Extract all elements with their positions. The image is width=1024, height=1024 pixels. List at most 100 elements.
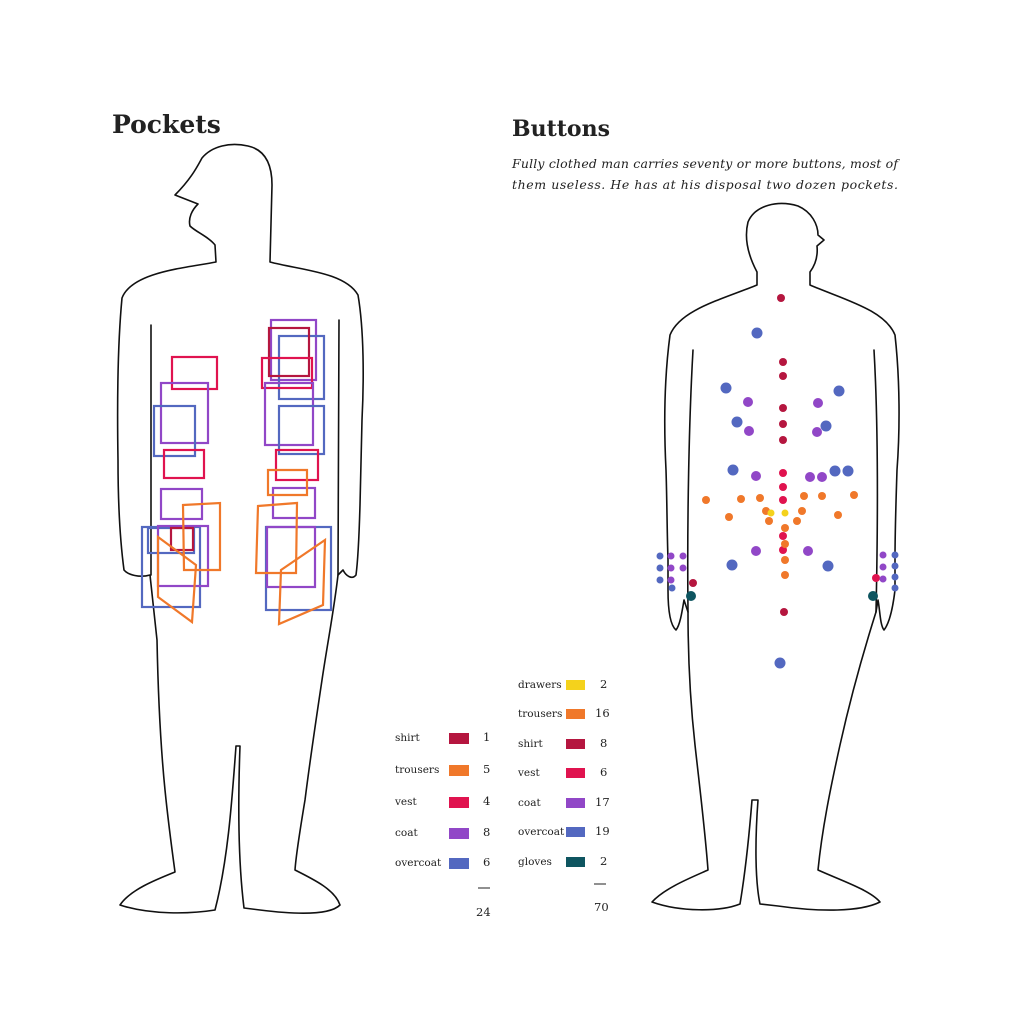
buttons-legend-label: vest — [517, 767, 541, 779]
pocket-trousers — [266, 468, 309, 497]
pocket-coat — [263, 381, 315, 447]
button-coat — [744, 426, 754, 436]
pockets-legend-swatch — [449, 733, 469, 744]
button-overcoat — [720, 382, 732, 394]
button-overcoat — [668, 584, 676, 592]
button-trousers — [781, 556, 789, 564]
pocket-vest — [260, 356, 314, 390]
buttons-legend-swatch — [566, 798, 585, 808]
button-drawers — [781, 509, 789, 517]
pockets-legend-label: vest — [394, 796, 418, 808]
button-vest — [779, 532, 787, 540]
buttons-legend-label: trousers — [518, 708, 562, 720]
pockets-legend-count: 6 — [483, 855, 490, 869]
buttons-figure — [651, 202, 900, 911]
buttons-legend-row: coat 17 — [518, 795, 610, 809]
pockets-legend-swatch — [449, 828, 469, 839]
button-vest — [872, 574, 880, 582]
button-coat — [817, 472, 827, 482]
pocket-overcoat — [277, 404, 326, 456]
pocket-coat — [159, 381, 210, 445]
pocket-overcoat — [277, 334, 326, 401]
button-overcoat — [891, 573, 899, 581]
pockets-legend-label: overcoat — [395, 857, 442, 869]
buttons-legend-swatch — [566, 709, 585, 719]
button-trousers — [725, 513, 733, 521]
buttons-legend-count: 6 — [600, 765, 607, 779]
button-shirt — [779, 420, 787, 428]
pockets-layer — [140, 318, 333, 626]
button-overcoat — [731, 416, 743, 428]
button-trousers — [800, 492, 808, 500]
pockets-figure — [116, 143, 364, 915]
button-coat — [803, 546, 813, 556]
pocket-coat — [269, 318, 318, 382]
pockets-legend-label: trousers — [395, 764, 439, 776]
pocket-vest — [162, 448, 206, 480]
button-coat — [667, 552, 675, 560]
pockets-legend-count: 5 — [483, 762, 490, 776]
button-overcoat — [656, 576, 664, 584]
button-vest — [779, 483, 787, 491]
pockets-legend-row: overcoat 6 — [395, 855, 490, 869]
button-shirt — [779, 358, 787, 366]
button-shirt — [779, 404, 787, 412]
buttons-legend-row: trousers 16 — [518, 706, 610, 720]
buttons-legend-count: 17 — [595, 795, 610, 809]
button-vest — [779, 469, 787, 477]
button-coat — [812, 427, 822, 437]
buttons-subtitle-line2: them useless. He has at his disposal two… — [512, 177, 898, 192]
button-overcoat — [656, 552, 664, 560]
buttons-figure-arm-line-left — [686, 349, 694, 613]
button-trousers — [834, 511, 842, 519]
pockets-legend-label: shirt — [395, 732, 421, 744]
buttons-legend-label: coat — [518, 797, 541, 809]
button-drawers — [767, 509, 775, 517]
button-trousers — [850, 491, 858, 499]
button-overcoat — [822, 560, 834, 572]
button-trousers — [818, 492, 826, 500]
button-gloves — [686, 591, 696, 601]
pockets-legend: shirt 1 trousers 5 vest 4 coat 8 overcoa… — [394, 730, 491, 919]
pockets-legend-row: shirt 1 — [395, 730, 490, 744]
button-coat — [879, 563, 887, 571]
button-trousers — [765, 517, 773, 525]
button-shirt — [779, 436, 787, 444]
button-coat — [667, 576, 675, 584]
pockets-legend-label: coat — [395, 827, 418, 839]
button-overcoat — [820, 420, 832, 432]
pockets-legend-count: 4 — [483, 794, 490, 808]
pocket-overcoat — [152, 404, 197, 458]
button-overcoat — [656, 564, 664, 572]
pockets-legend-row: trousers 5 — [395, 762, 490, 776]
button-overcoat — [727, 464, 739, 476]
pockets-legend-total: 24 — [476, 905, 491, 919]
button-trousers — [781, 540, 789, 548]
pockets-title: Pockets — [112, 110, 221, 139]
button-vest — [779, 496, 787, 504]
pockets-legend-row: coat 8 — [395, 825, 490, 839]
buttons-subtitle-line1: Fully clothed man carries seventy or mor… — [511, 156, 900, 171]
buttons-legend-row: overcoat 19 — [518, 824, 610, 838]
button-overcoat — [891, 584, 899, 592]
button-coat — [679, 564, 687, 572]
button-gloves — [868, 591, 878, 601]
buttons-legend-total: 70 — [594, 900, 609, 914]
buttons-legend-label: shirt — [518, 738, 544, 750]
button-coat — [751, 546, 761, 556]
button-coat — [813, 398, 823, 408]
buttons-legend-label: drawers — [518, 679, 562, 691]
button-shirt — [780, 608, 788, 616]
button-overcoat — [891, 551, 899, 559]
buttons-legend: drawers 2 trousers 16 shirt 8 vest 6 coa… — [517, 677, 610, 914]
buttons-legend-count: 16 — [595, 706, 610, 720]
pockets-legend-row: vest 4 — [394, 794, 490, 808]
buttons-legend-count: 8 — [600, 736, 607, 750]
buttons-legend-label: overcoat — [518, 826, 565, 838]
buttons-legend-row: vest 6 — [517, 765, 607, 779]
pockets-legend-swatch — [449, 858, 469, 869]
button-overcoat — [726, 559, 738, 571]
pockets-figure-arm-line-right — [337, 319, 340, 576]
buttons-figure-outline — [651, 202, 900, 911]
